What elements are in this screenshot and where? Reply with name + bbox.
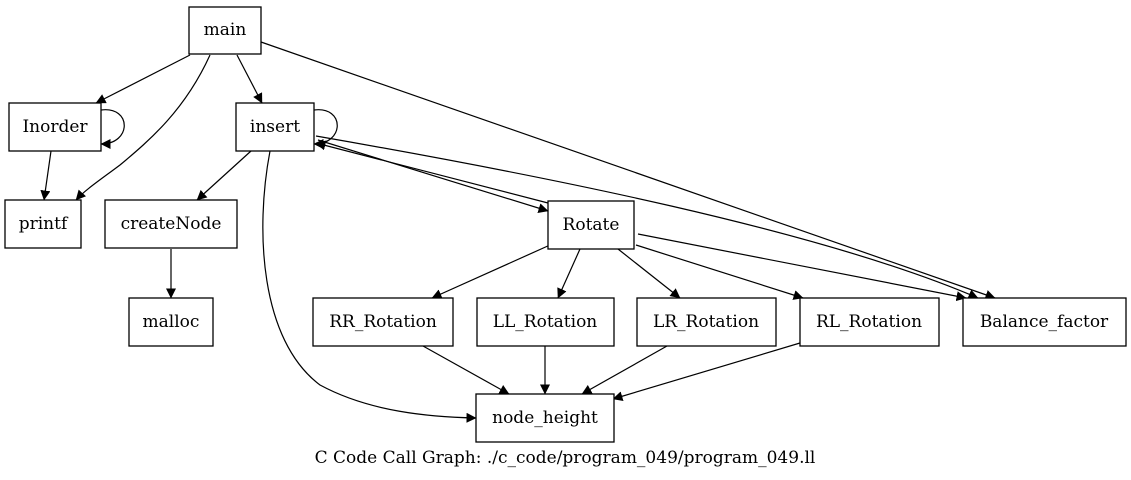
edge-rotate-ll-rotation [557,248,581,299]
edge-rotate-balance-factor [637,233,967,302]
edge-rotate-lr-rotation [617,248,681,299]
edge-insert-createnode [196,150,252,201]
edge-insert-balance-factor [315,135,979,299]
edge-main-inorder [95,54,191,104]
edge-main-insert [236,54,263,104]
node-label-rl-rotation: RL_Rotation [816,312,922,332]
node-label-rotate: Rotate [563,215,620,235]
edge-lr-rotation-node-height [581,345,668,395]
edge-rotate-rl-rotation [635,244,804,300]
edge-rotate-rr-rotation [431,244,551,299]
node-label-printf: printf [19,214,69,234]
node-balance-factor: Balance_factor [962,297,1127,347]
edge-rotate-insert [315,140,549,204]
node-label-rr-rotation: RR_Rotation [329,312,437,332]
node-inorder: Inorder [8,102,102,152]
edge-main-printf [75,54,211,201]
edge-insert-node-height [262,150,477,423]
node-rl-rotation: RL_Rotation [799,297,940,347]
edge-main-balance-factor [260,41,996,300]
edge-inorder-printf [40,150,52,201]
edges [40,41,996,423]
node-label-ll-rotation: LL_Rotation [493,312,598,332]
node-malloc: malloc [128,297,214,347]
edge-rr-rotation-node-height [422,345,510,395]
node-lr-rotation: LR_Rotation [636,297,777,347]
node-insert: insert [235,102,315,152]
node-ll-rotation: LL_Rotation [476,297,615,347]
edge-insert-rotate [317,139,549,213]
edge-inorder-self [100,109,125,149]
edge-rl-rotation-node-height [612,342,801,402]
node-rr-rotation: RR_Rotation [312,297,454,347]
node-label-node-height: node_height [492,408,598,428]
node-label-insert: insert [250,117,300,137]
node-label-balance-factor: Balance_factor [980,312,1109,332]
node-label-malloc: malloc [143,312,200,332]
node-main: main [188,6,262,55]
node-label-lr-rotation: LR_Rotation [653,312,759,332]
node-node-height: node_height [475,393,615,443]
node-createnode: createNode [104,199,238,249]
node-label-main: main [204,20,247,40]
node-printf: printf [4,199,82,249]
graph-caption: C Code Call Graph: ./c_code/program_049/… [315,448,816,468]
node-label-createnode: createNode [121,214,222,234]
node-rotate: Rotate [547,200,635,250]
node-label-inorder: Inorder [22,117,88,137]
